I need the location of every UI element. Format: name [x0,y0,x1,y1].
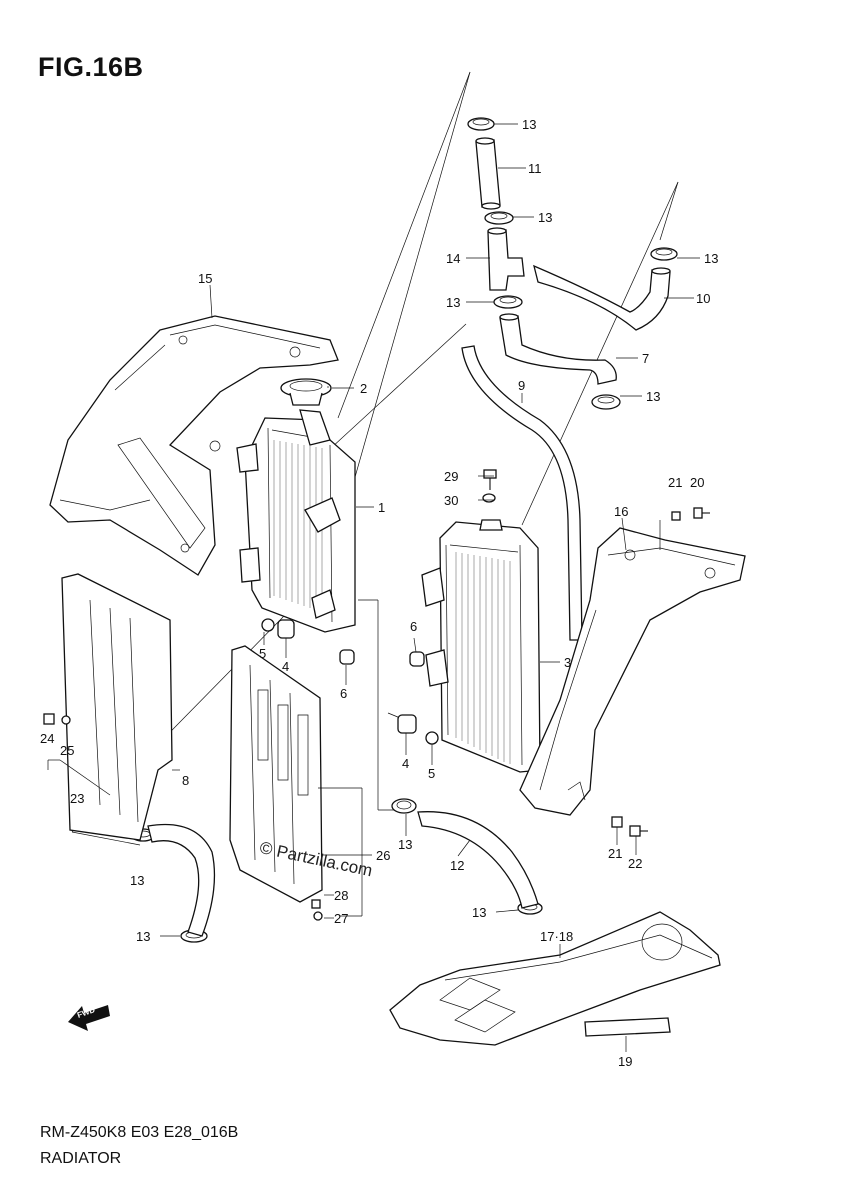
callout-14: 14 [446,251,460,266]
hose-right-upper [533,264,671,331]
callout-leaders [160,123,700,1052]
callout-13: 13 [136,929,150,944]
hose-connecting [499,313,617,385]
callout-29: 29 [444,469,458,484]
hose-lower-left [147,823,216,937]
callout-8: 8 [182,773,189,788]
hose-joint-t [487,227,525,291]
callout-23: 23 [70,791,84,806]
callout-19: 19 [618,1054,632,1069]
callout-22: 22 [628,856,642,871]
callout-13: 13 [398,837,412,852]
callout-15: 15 [198,271,212,286]
radiator-right [421,519,541,773]
callout-13: 13 [704,251,718,266]
callout-27: 27 [334,911,348,926]
callout-13: 13 [446,295,460,310]
callout-5: 5 [259,646,266,661]
radiator-shroud-left [49,315,339,576]
side-cover-panel [389,911,721,1046]
callout-28: 28 [334,888,348,903]
bolt-and-washer [482,469,497,503]
callout-12: 12 [450,858,464,873]
radiator-guard-left [47,573,173,841]
radiator-shroud-right [519,520,746,816]
callout-6: 6 [340,686,347,701]
callout-13: 13 [522,117,536,132]
callout-1: 1 [378,500,385,515]
section-name: RADIATOR [40,1150,122,1167]
shroud-bolts [611,507,710,837]
callout-13: 13 [538,210,552,225]
callout-11: 11 [528,161,542,176]
guard-clip [311,899,323,921]
callout-20: 20 [690,475,704,490]
callout-13: 13 [472,905,486,920]
callout-10: 10 [696,291,710,306]
forward-direction-arrow [68,1005,110,1031]
callout-7: 7 [642,351,649,366]
callout-5: 5 [428,766,435,781]
callout-6: 6 [410,619,417,634]
radiator-cap [280,378,332,406]
callout-17-18: 17·18 [540,929,573,944]
callout-13: 13 [646,389,660,404]
callout-16: 16 [614,504,628,519]
callout-2: 2 [360,381,367,396]
callout-3: 3 [564,655,571,670]
callout-24: 24 [40,731,54,746]
model-code: RM-Z450K8 E03 E28_016B [40,1124,239,1141]
grommets-and-collars [261,618,439,745]
callout-21: 21 [608,846,622,861]
radiator-guard-right [229,645,363,917]
callout-labels: 13 11 13 14 13 10 13 7 13 15 2 9 1 29 30… [40,117,718,1069]
emblem-badge [584,1017,671,1037]
callout-4: 4 [402,756,409,771]
callout-21: 21 [668,475,682,490]
callout-30: 30 [444,493,458,508]
callout-4: 4 [282,659,289,674]
hose-upper [475,137,501,210]
callout-9: 9 [518,378,525,393]
hose-lower-right [417,811,539,909]
radiator-left [236,409,356,633]
callout-26: 26 [376,848,390,863]
callout-25: 25 [60,743,74,758]
guard-fasteners [43,713,71,725]
callout-13: 13 [130,873,144,888]
figure-title: FIG.16B [38,52,144,82]
